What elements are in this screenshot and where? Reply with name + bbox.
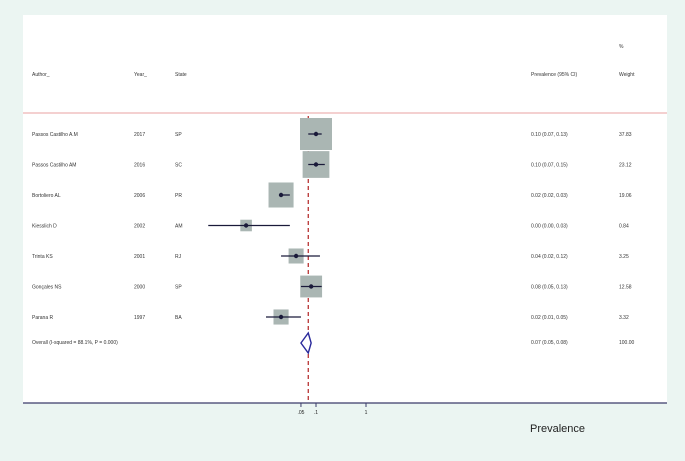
study-point-estimate	[278, 314, 284, 320]
study-year: 1997	[134, 315, 145, 321]
study-ci-text: 0.10 (0.07, 0.15)	[531, 162, 568, 168]
study-year: 2017	[134, 132, 145, 138]
study-ci-text: 0.02 (0.02, 0.03)	[531, 193, 568, 199]
study-ci-text: 0.04 (0.02, 0.12)	[531, 254, 568, 260]
overall-ci-text: 0.07 (0.05, 0.08)	[531, 340, 568, 346]
study-weight-text: 3.25	[619, 254, 629, 260]
study-ci-text: 0.10 (0.07, 0.13)	[531, 132, 568, 138]
study-weight-text: 37.83	[619, 132, 632, 138]
x-tick-label: .05	[297, 410, 304, 416]
study-state: BA	[175, 315, 182, 321]
prevalence-column-header: Prevalence (95% CI)	[531, 72, 577, 78]
study-point-estimate	[313, 131, 319, 137]
study-point-estimate	[293, 253, 299, 259]
x-tick-label: .1	[314, 410, 318, 416]
study-author: Passos Castilho AM	[32, 162, 76, 168]
year-column-header: Year_	[134, 72, 147, 78]
study-author: Parana R	[32, 315, 54, 321]
study-year: 2016	[134, 162, 145, 168]
study-ci-text: 0.08 (0.05, 0.13)	[531, 284, 568, 290]
study-year: 2001	[134, 254, 145, 260]
x-tick-label: 1	[365, 410, 368, 416]
study-weight-text: 19.06	[619, 193, 632, 199]
study-weight-text: 12.58	[619, 284, 632, 290]
plot-panel	[23, 15, 667, 403]
study-point-estimate	[278, 192, 284, 198]
study-point-estimate	[313, 162, 319, 167]
study-year: 2002	[134, 223, 145, 229]
study-author: Trinta KS	[32, 254, 53, 260]
study-state: SP	[175, 284, 182, 290]
study-state: PR	[175, 193, 182, 199]
study-author: Gonçales NS	[32, 284, 62, 290]
study-author: Passos Castilho A.M	[32, 132, 78, 138]
study-point-estimate	[243, 223, 249, 228]
overall-label: Overall (I-squared = 88.1%, P = 0.000)	[32, 340, 118, 346]
study-state: RJ	[175, 254, 182, 260]
study-author: Kiesslich D	[32, 223, 57, 229]
study-ci-text: 0.00 (0.00, 0.03)	[531, 223, 568, 229]
overall-weight-text: 100.00	[619, 340, 635, 346]
study-ci-text: 0.02 (0.01, 0.05)	[531, 315, 568, 321]
overall-diamond	[300, 331, 312, 355]
study-weight-text: 0.84	[619, 223, 629, 229]
study-weight-text: 23.12	[619, 162, 632, 168]
author-column-header: Author_	[32, 72, 50, 78]
x-axis-label: Prevalence	[530, 423, 585, 435]
study-state: AM	[175, 223, 183, 229]
state-column-header: State	[175, 72, 187, 78]
study-year: 2000	[134, 284, 145, 290]
weight-column-header: Weight	[619, 72, 635, 78]
study-weight-text: 3.32	[619, 315, 629, 321]
study-author: Bortoliero AL	[32, 193, 61, 199]
study-state: SC	[175, 162, 182, 168]
study-state: SP	[175, 132, 182, 138]
study-year: 2006	[134, 193, 145, 199]
weight-header-top: %	[619, 44, 624, 50]
study-point-estimate	[308, 284, 314, 289]
